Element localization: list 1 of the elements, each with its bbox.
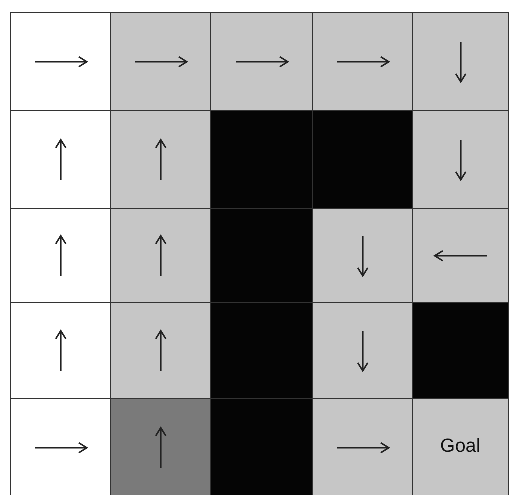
goal-cell: Goal	[412, 398, 509, 495]
